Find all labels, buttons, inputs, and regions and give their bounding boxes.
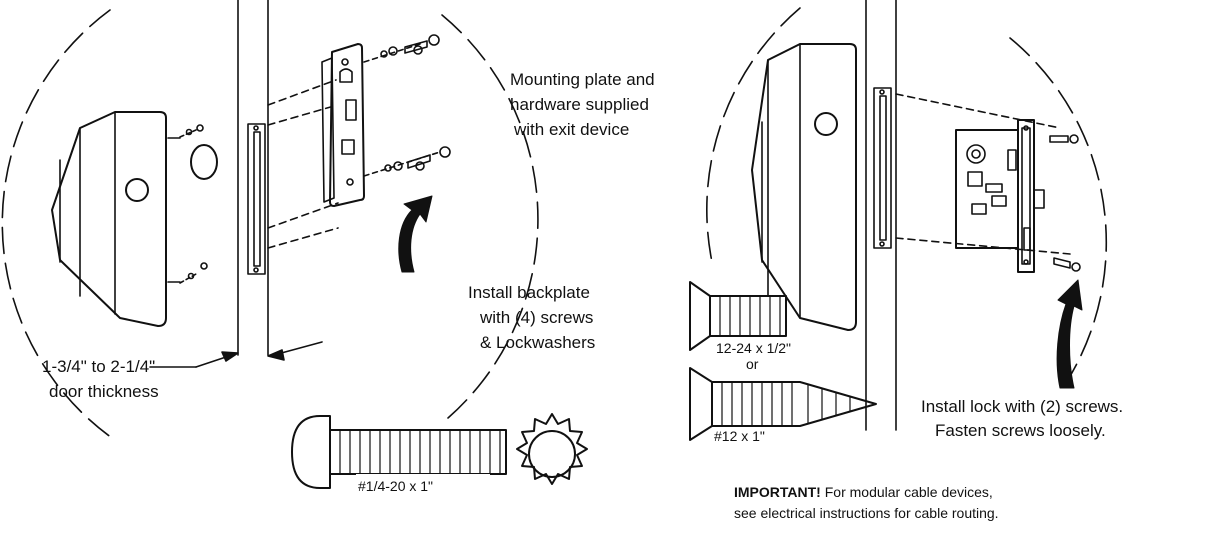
trim-cylinder-hole <box>126 179 148 201</box>
screw-or-label: or <box>746 356 759 372</box>
important-note-bold: IMPORTANT! <box>734 484 821 500</box>
mounting-backplate <box>322 44 364 206</box>
lock-mortise-slot <box>874 88 891 248</box>
mounting-plate-label-1: Mounting plate and <box>510 70 655 89</box>
right-detail-circle <box>707 8 800 262</box>
mounting-screws-upper <box>364 35 439 62</box>
wood-screw-label: #12 x 1" <box>714 428 765 444</box>
install-lock-label-1: Install lock with (2) screws. <box>921 397 1124 416</box>
lock-install-arrow <box>1057 280 1082 388</box>
left-alignment-lines <box>268 80 338 248</box>
pan-head-screw-illustration <box>292 416 506 496</box>
right-detail-circle-right <box>1010 38 1106 392</box>
mounting-plate-label-2: hardware supplied <box>510 95 649 114</box>
left-detail-view <box>2 0 587 496</box>
door-thickness-label-2: door thickness <box>49 382 159 401</box>
lock-alignment-lines <box>896 94 1070 254</box>
install-backplate-label-2: with (4) screws <box>480 308 594 327</box>
left-detail-circle <box>2 10 112 438</box>
left-detail-circle-right <box>442 15 538 418</box>
install-lock-label-2: Fasten screws loosely. <box>935 421 1106 440</box>
important-note-line1: IMPORTANT! For modular cable devices, <box>734 484 993 501</box>
lock-trim-cylinder-hole <box>815 113 837 135</box>
lock-trim-escutcheon <box>752 44 856 330</box>
backplate-arrow <box>399 196 432 272</box>
exit-trim-escutcheon <box>52 112 180 326</box>
pan-head-screw-label: #1/4-20 x 1" <box>358 478 434 494</box>
machine-screw-label: 12-24 x 1/2" <box>716 340 792 356</box>
mounting-plate-label-3: with exit device <box>514 120 630 139</box>
right-detail-view <box>690 0 1106 440</box>
important-note-rest: For modular cable devices, <box>820 484 993 500</box>
install-backplate-label-3: & Lockwashers <box>480 333 596 352</box>
door-thickness-label-1: 1-3/4" to 2-1/4" <box>42 357 156 376</box>
wood-screw-illustration <box>690 368 876 440</box>
machine-screw-illustration <box>690 282 786 350</box>
install-backplate-label-1: Install backplate <box>468 283 590 302</box>
mounting-screws-lower <box>364 147 450 176</box>
important-note-line2: see electrical instructions for cable ro… <box>734 505 999 521</box>
mortise-lock-body <box>956 120 1044 272</box>
lockwasher-illustration <box>517 414 587 484</box>
door-thickness-dimension <box>150 342 322 367</box>
door-mortise-slot <box>248 124 265 274</box>
lock-screws <box>1050 135 1080 271</box>
trim-screws <box>180 125 207 283</box>
door-cylinder-hole <box>190 144 218 180</box>
